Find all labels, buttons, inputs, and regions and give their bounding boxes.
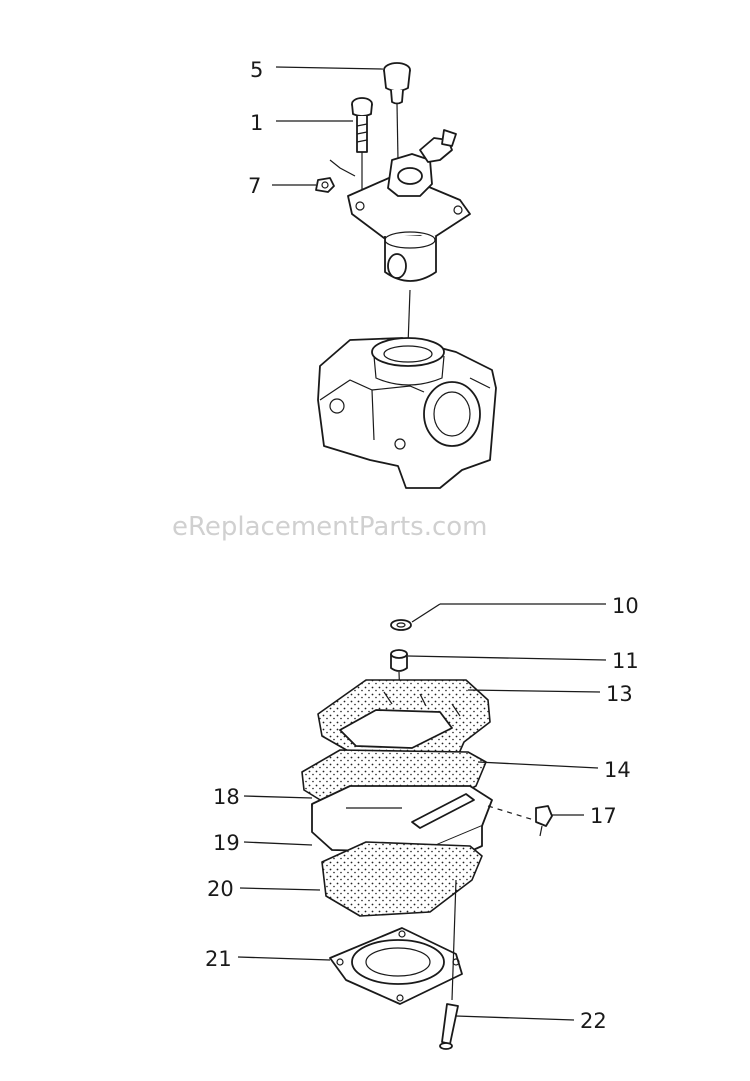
part-13-upper-body [317,679,491,761]
watermark-text: eReplacementParts.com [172,512,488,542]
callout-22: 22 [455,1009,607,1033]
callout-10: 10 [411,594,639,623]
part-11-sleeve [390,649,408,701]
callout-7: 7 [248,174,316,198]
valve-body-assembly [347,129,471,346]
callout-17: 17 [552,804,617,828]
callout-label-21: 21 [205,947,232,971]
callout-label-11: 11 [612,649,639,673]
callout-21: 21 [205,947,331,971]
callout-label-13: 13 [606,682,633,706]
callout-14: 14 [477,758,631,782]
callout-13: 13 [467,682,633,706]
callout-label-17: 17 [590,804,617,828]
callout-1: 1 [250,111,353,135]
part-5-screw [383,62,411,161]
part-22-bolt [439,879,459,1050]
callout-18: 18 [213,785,313,809]
callout-label-10: 10 [612,594,639,618]
part-17-fitting [487,805,553,837]
callout-label-19: 19 [213,831,240,855]
part-1-bolt [351,97,373,190]
callout-label-5: 5 [250,58,263,82]
callout-20: 20 [207,877,321,901]
callout-5: 5 [250,58,384,82]
callout-19: 19 [213,831,313,855]
callout-label-18: 18 [213,785,240,809]
callout-label-20: 20 [207,877,234,901]
carburetor-body-casting [317,337,497,489]
callout-label-22: 22 [580,1009,607,1033]
part-21-cover-plate [329,927,463,1005]
callout-11: 11 [407,649,639,673]
callout-label-7: 7 [248,174,261,198]
part-10-washer [390,619,412,631]
part-20-lower-gasket [321,841,483,917]
callout-label-14: 14 [604,758,631,782]
callout-label-1: 1 [250,111,263,135]
part-7-nut [315,159,356,193]
